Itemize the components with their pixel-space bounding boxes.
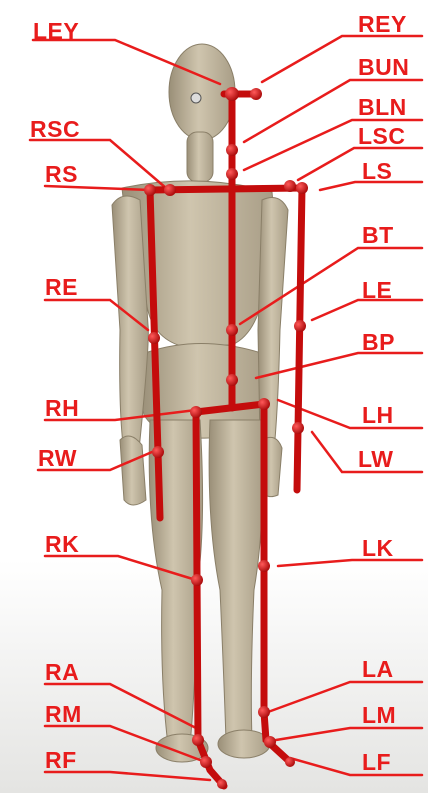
joint-rf: [217, 779, 227, 789]
label-le: LE: [362, 279, 392, 302]
label-bt: BT: [362, 224, 394, 247]
label-rs: RS: [45, 163, 78, 186]
mannequin-eye: [191, 93, 201, 103]
joint-la: [258, 706, 270, 718]
label-lm: LM: [362, 704, 396, 727]
joint-bt: [226, 324, 238, 336]
pointer-line-bp: [256, 353, 422, 378]
label-rsc: RSC: [30, 118, 80, 141]
joint-bp: [226, 374, 238, 386]
pointer-line-lsc: [298, 148, 422, 180]
label-bln: BLN: [358, 96, 407, 119]
joint-lsc: [284, 180, 296, 192]
label-lw: LW: [358, 448, 394, 471]
joint-bln: [226, 168, 238, 180]
label-rw: RW: [38, 447, 77, 470]
joint-rm: [200, 756, 212, 768]
label-rh: RH: [45, 397, 79, 420]
label-bp: BP: [362, 331, 395, 354]
joint-le: [294, 320, 306, 332]
joint-rs: [144, 184, 156, 196]
label-ra: RA: [45, 661, 79, 684]
label-ley: LEY: [33, 20, 79, 43]
mannequin-right-hand: [120, 436, 146, 505]
joint-head: [225, 87, 239, 101]
label-rf: RF: [45, 749, 77, 772]
pointer-line-le: [312, 300, 422, 320]
label-re: RE: [45, 276, 78, 299]
label-lsc: LSC: [358, 125, 406, 148]
joint-lw: [292, 422, 304, 434]
label-la: LA: [362, 658, 394, 681]
joint-rw: [152, 446, 164, 458]
joint-bun: [226, 144, 238, 156]
joint-rh: [190, 406, 202, 418]
joint-rsc: [164, 184, 176, 196]
label-rm: RM: [45, 703, 82, 726]
label-lh: LH: [362, 404, 394, 427]
joint-lk: [258, 560, 270, 572]
joint-re: [148, 332, 160, 344]
joint-lh: [258, 398, 270, 410]
mannequin-neck: [187, 132, 213, 182]
label-lf: LF: [362, 751, 391, 774]
label-lk: LK: [362, 537, 394, 560]
label-rk: RK: [45, 533, 79, 556]
joint-rk: [191, 574, 203, 586]
bone-left-arm: [297, 188, 302, 490]
label-rey: REY: [358, 13, 407, 36]
label-bun: BUN: [358, 56, 409, 79]
label-ls: LS: [362, 160, 392, 183]
joint-lm: [264, 736, 276, 748]
joint-ra: [192, 734, 204, 746]
joint-ls: [296, 182, 308, 194]
joint-lf: [285, 757, 295, 767]
joint-eye: [250, 88, 262, 100]
